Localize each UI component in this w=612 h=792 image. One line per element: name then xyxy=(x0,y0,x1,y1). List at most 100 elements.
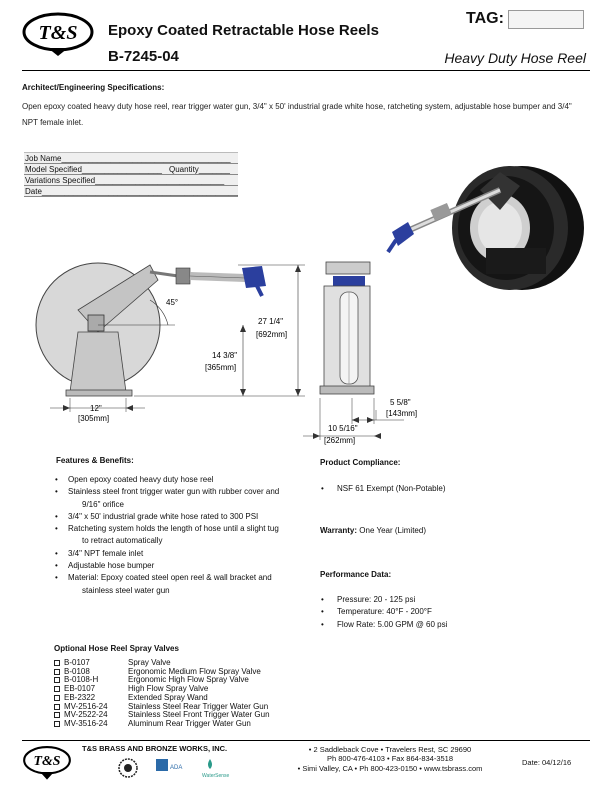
specs-heading: Architect/Engineering Specifications: xyxy=(22,83,165,92)
option-item: B-0108 Ergonomic Medium Flow Spray Valve xyxy=(54,666,270,677)
option-item: EB-0107 High Flow Spray Valve xyxy=(54,684,270,694)
angle-label: 45° xyxy=(166,298,178,307)
svg-text:WaterSense: WaterSense xyxy=(202,773,230,779)
feature-item: 9/16" orifice xyxy=(82,499,124,509)
option-checkbox[interactable] xyxy=(54,686,60,693)
cert-seal-icon xyxy=(118,758,138,778)
option-description: Ergonomic Medium Flow Spray Valve xyxy=(128,666,261,676)
option-checkbox[interactable] xyxy=(54,703,60,710)
feature-item: to retract automatically xyxy=(82,536,163,546)
compliance-heading: Product Compliance: xyxy=(320,458,401,467)
option-code: MV-3516-24 xyxy=(64,718,108,728)
base-width-mm: [305mm] xyxy=(78,414,109,423)
option-description: Spray Valve xyxy=(128,658,171,667)
feature-item: Adjustable hose bumper xyxy=(54,560,316,573)
option-code: B-0107 xyxy=(64,658,90,667)
model-number: B-7245-04 xyxy=(108,48,179,65)
inlet-height-in: 14 3/8" xyxy=(212,351,237,360)
tag-input[interactable] xyxy=(508,10,584,29)
option-description: Extended Spray Wand xyxy=(128,692,208,702)
side-offset-in: 5 5/8" xyxy=(390,398,411,407)
job-form: Job Name________________________________… xyxy=(24,152,238,197)
feature-item: 3/4" NPT female inlet xyxy=(54,548,316,561)
feature-item: Open epoxy coated heavy duty hose reel xyxy=(54,474,316,487)
option-code: B-0108-H xyxy=(64,675,99,685)
tag-label: TAG: xyxy=(466,10,504,27)
options-heading: Optional Hose Reel Spray Valves xyxy=(54,644,179,653)
warranty-label: Warranty: xyxy=(320,526,358,535)
feature-item: Material: Epoxy coated steel open reel &… xyxy=(54,572,316,585)
revision-date: Date: 04/12/16 xyxy=(522,758,572,767)
compliance-item: NSF 61 Exempt (Non-Potable) xyxy=(320,483,446,496)
front-view-drawing xyxy=(35,262,305,412)
address-line-1: • 2 Saddleback Cove • Travelers Rest, SC… xyxy=(308,745,472,754)
company-address: • 2 Saddleback Cove • Travelers Rest, SC… xyxy=(276,745,504,773)
product-title: Epoxy Coated Retractable Hose Reels xyxy=(108,22,379,39)
product-subtitle: Heavy Duty Hose Reel xyxy=(444,50,586,66)
option-description: Stainless Steel Rear Trigger Water Gun xyxy=(128,701,269,711)
option-item: B-0107 Spray Valve xyxy=(54,658,270,668)
option-checkbox[interactable] xyxy=(54,694,60,701)
lead-free-icon: ADA xyxy=(156,759,182,771)
pressure-item: Pressure: 20 - 125 psi xyxy=(320,594,447,607)
svg-text:ADA: ADA xyxy=(170,765,182,771)
features-heading: Features & Benefits: xyxy=(56,456,134,465)
ts-logo: T&S xyxy=(22,12,94,56)
warranty: Warranty: One Year (Limited) xyxy=(320,526,426,535)
option-description: Aluminum Rear Trigger Water Gun xyxy=(128,718,251,728)
option-code: EB-0107 xyxy=(64,684,96,694)
date-field[interactable]: Date____________________________________… xyxy=(24,187,238,197)
features-list: Open epoxy coated heavy duty hose reelSt… xyxy=(54,474,316,597)
option-item: MV-3516-24 Aluminum Rear Trigger Water Gu… xyxy=(54,718,270,729)
option-code: EB-2322 xyxy=(64,692,96,702)
side-width-mm: [262mm] xyxy=(324,436,355,445)
feature-item: 3/4" x 50' industrial grade white hose r… xyxy=(54,511,316,524)
base-width-in: 12" xyxy=(90,404,102,413)
feature-item: Ratcheting system holds the length of ho… xyxy=(54,523,316,536)
overall-height-in: 27 1/4" xyxy=(258,317,283,326)
footer-ts-logo: T&S xyxy=(23,746,71,780)
address-line-2: Ph 800-476-4103 • Fax 864-834-3518 xyxy=(326,754,454,764)
header-divider xyxy=(22,70,590,71)
model-specified-field[interactable]: Model Specified__________________ Quanti… xyxy=(24,164,238,175)
option-checkbox[interactable] xyxy=(54,660,60,666)
quantity-field[interactable]: Quantity_______ xyxy=(169,165,230,174)
option-description: High Flow Spray Valve xyxy=(128,684,209,694)
watersense-icon: WaterSense xyxy=(202,759,230,779)
side-view-drawing xyxy=(303,261,404,440)
inlet-height-mm: [365mm] xyxy=(205,363,236,372)
compliance-list: NSF 61 Exempt (Non-Potable) xyxy=(320,483,446,496)
product-photo xyxy=(386,166,584,290)
performance-list: Pressure: 20 - 125 psi Temperature: 40°F… xyxy=(320,594,447,631)
option-checkbox[interactable] xyxy=(54,668,60,675)
option-code: MV-2522-24 xyxy=(64,710,108,720)
job-name-field[interactable]: Job Name________________________________… xyxy=(24,153,238,164)
side-offset-mm: [143mm] xyxy=(386,409,417,418)
company-name: T&S BRASS AND BRONZE WORKS, INC. xyxy=(82,744,228,753)
warranty-value: One Year (Limited) xyxy=(359,526,426,535)
option-item: EB-2322 Extended Spray Wand xyxy=(54,692,270,703)
certification-logos: ADA WaterSense xyxy=(118,758,230,779)
footer-divider xyxy=(22,740,590,741)
address-line-3[interactable]: • Simi Valley, CA • Ph 800-423-0150 • ww… xyxy=(297,763,483,773)
model-specified-label: Model Specified__________________ xyxy=(25,165,163,174)
performance-heading: Performance Data: xyxy=(320,570,392,579)
feature-item: Stainless steel front trigger water gun … xyxy=(54,486,316,499)
svg-text:T&S: T&S xyxy=(39,22,78,44)
option-item: B-0108-H Ergonomic High Flow Spray Valve xyxy=(54,676,270,685)
feature-item: stainless steel water gun xyxy=(82,585,170,595)
side-width-in: 10 5/16" xyxy=(328,424,358,433)
option-checkbox[interactable] xyxy=(54,677,60,684)
svg-text:T&S: T&S xyxy=(34,753,61,768)
variations-field[interactable]: Variations Specified____________________… xyxy=(24,175,238,186)
option-code: B-0108 xyxy=(64,666,90,676)
option-item: MV-2522-24 Stainless Steel Front Trigger … xyxy=(54,711,270,720)
option-checkbox[interactable] xyxy=(54,712,60,719)
flow-rate-item: Flow Rate: 5.00 GPM @ 60 psi xyxy=(320,619,447,632)
option-description: Stainless Steel Front Trigger Water Gun xyxy=(128,710,270,720)
option-description: Ergonomic High Flow Spray Valve xyxy=(128,675,249,685)
option-checkbox[interactable] xyxy=(54,720,60,727)
